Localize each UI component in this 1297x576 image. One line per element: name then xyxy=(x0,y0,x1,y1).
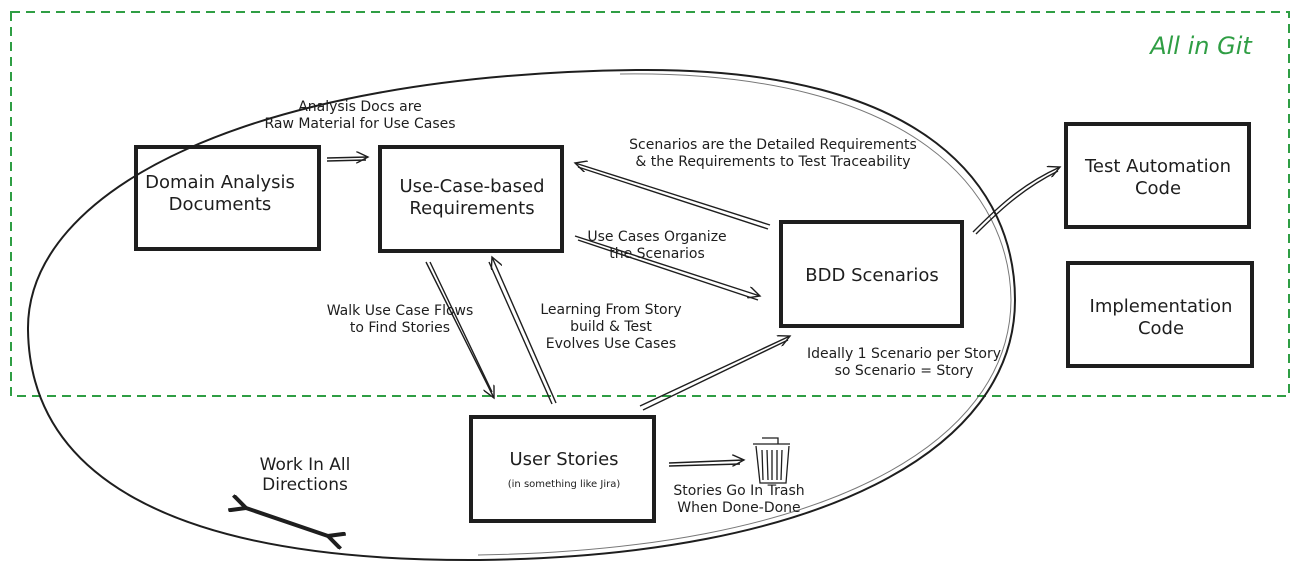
label-line: build & Test xyxy=(570,318,652,335)
label-line: Stories Go In Trash xyxy=(673,483,805,499)
box-outlines xyxy=(134,122,1254,523)
test-automation-code-box: Test Automation Code xyxy=(1085,156,1231,199)
domain-analysis-box: Domain Analysis Documents xyxy=(145,172,295,215)
box-text-line: Domain Analysis xyxy=(145,172,295,193)
box-text-line: Implementation xyxy=(1089,296,1233,317)
label-line: so Scenario = Story xyxy=(834,362,974,379)
label-line: When Done-Done xyxy=(677,499,801,516)
label-line: Analysis Docs are xyxy=(298,99,422,115)
label-line: Use Cases Organize xyxy=(587,229,727,245)
git-region-label: All in Git xyxy=(1150,32,1252,60)
box-text-line: Code xyxy=(1134,177,1182,199)
implementation-code-box: Implementation Code xyxy=(1090,296,1233,339)
label-line: Raw Material for Use Cases xyxy=(264,115,456,132)
label-walk-flows: Walk Use Case Flows to Find Stories xyxy=(327,303,474,337)
box-text-line: User Stories xyxy=(509,449,619,470)
label-line: to Find Stories xyxy=(349,319,451,336)
label-use-cases-organize: Use Cases Organize the Scenarios xyxy=(587,229,726,263)
box-text-line: Requirements xyxy=(409,197,535,219)
label-line: Walk Use Case Flows xyxy=(326,303,474,319)
box-text-line: BDD Scenarios xyxy=(805,265,939,286)
user-stories-box: User Stories (in something like Jira) xyxy=(508,449,621,491)
label-line: Evolves Use Cases xyxy=(545,335,677,352)
use-case-requirements-box: Use-Case-based Requirements xyxy=(399,176,544,219)
label-line: & the Requirements to Test Traceability xyxy=(635,153,911,170)
label-learning: Learning From Story build & Test Evolves… xyxy=(540,302,681,352)
git-region xyxy=(10,11,1290,397)
label-line: Ideally 1 Scenario per Story xyxy=(806,346,1002,362)
work-ellipse-sketch xyxy=(477,73,1012,556)
label-ideally: Ideally 1 Scenario per Story so Scenario… xyxy=(807,346,1001,380)
box-note: (in something like Jira) xyxy=(507,478,621,490)
double-headed-arrow-icon xyxy=(246,508,328,536)
label-trash: Stories Go In Trash When Done-Done xyxy=(673,483,804,517)
arrows xyxy=(326,157,1060,467)
label-line: Learning From Story xyxy=(540,302,682,318)
box-text-line: Documents xyxy=(168,193,272,215)
label-all-directions: Work In All Directions xyxy=(260,455,351,496)
label-line: Directions xyxy=(262,475,348,496)
work-ellipse xyxy=(26,68,1017,562)
bdd-scenarios-box: BDD Scenarios xyxy=(805,265,938,287)
box-text-line: Use-Case-based xyxy=(399,176,545,197)
label-line: Work In All xyxy=(259,455,351,475)
box-text-line: Test Automation xyxy=(1084,156,1232,177)
label-line: the Scenarios xyxy=(609,245,705,262)
label-analysis-docs: Analysis Docs are Raw Material for Use C… xyxy=(264,99,455,133)
box-text-line: Code xyxy=(1137,317,1185,339)
trash-can-icon xyxy=(753,437,790,484)
label-line: Scenarios are the Detailed Requirements xyxy=(629,137,917,153)
label-scenarios-detailed: Scenarios are the Detailed Requirements … xyxy=(629,137,917,171)
